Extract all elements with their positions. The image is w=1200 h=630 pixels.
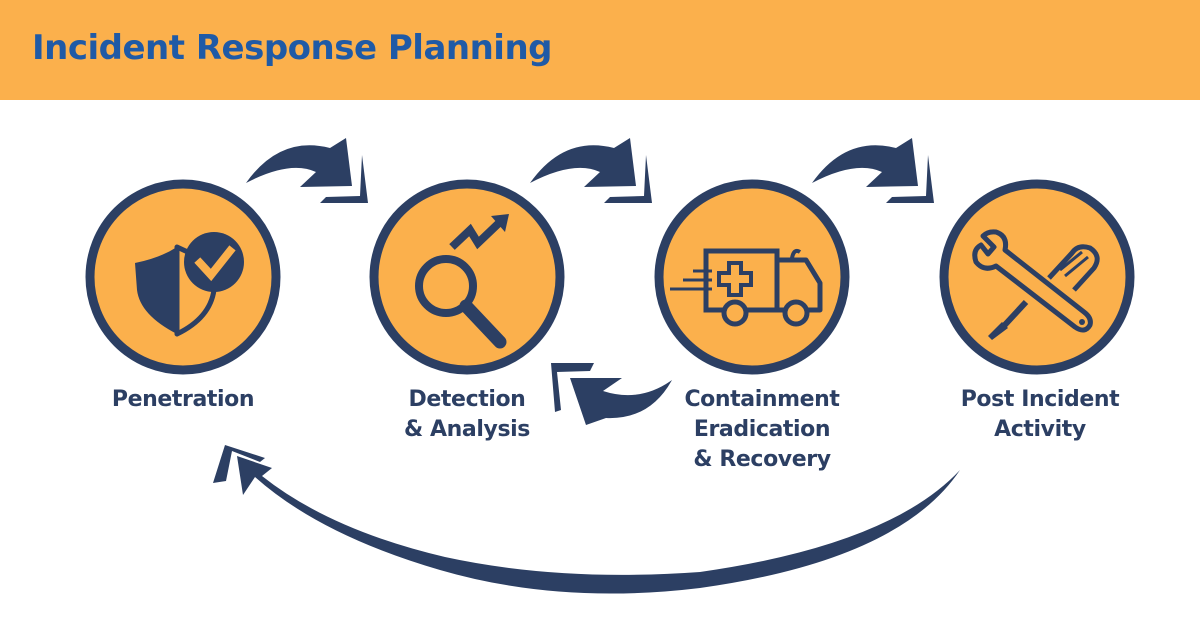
arrow-detection-to-containment [530,138,652,203]
arrow-penetration-to-detection [246,138,368,203]
label-line: Post Incident [960,387,1120,412]
label-line: Containment [684,387,840,412]
magnifier-trend-icon [415,214,509,349]
label-line: Activity [994,417,1086,442]
header-banner: Incident Response Planning [0,0,1200,100]
arrow-containment-to-post-incident [812,138,934,203]
label-line: & Recovery [693,447,831,472]
label-line: Eradication [693,417,831,442]
label-line: & Analysis [404,417,530,442]
arrow-post-incident-to-penetration [213,445,960,594]
step-label-detection: Detection & Analysis [362,385,572,445]
label-line: Penetration [111,387,255,412]
step-label-containment: Containment Eradication & Recovery [652,385,872,475]
page-title: Incident Response Planning [32,28,553,68]
label-line: Detection [408,387,526,412]
step-label-post-incident: Post Incident Activity [935,385,1145,445]
step-circle-detection [369,179,565,375]
shield-check-icon [135,232,244,337]
arrow-containment-to-detection [551,363,672,425]
wrench-screwdriver-icon [972,229,1100,340]
step-label-penetration: Penetration [83,385,283,415]
ambulance-icon [670,248,823,327]
